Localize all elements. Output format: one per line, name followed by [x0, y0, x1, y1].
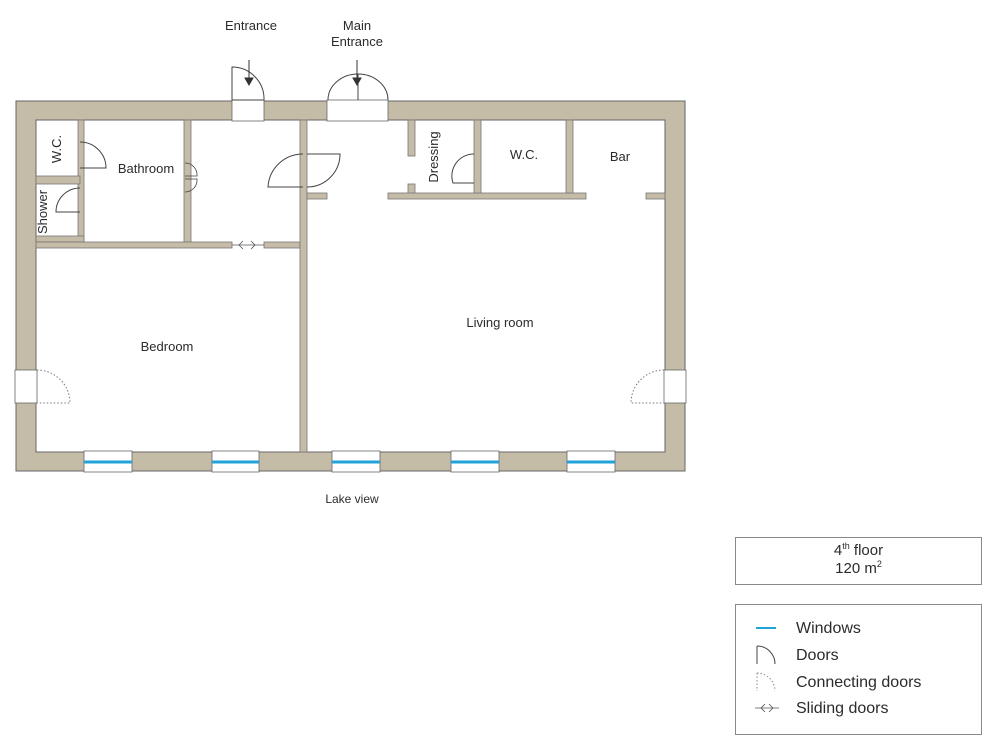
entrance-openings — [231, 99, 389, 122]
connecting-doors — [36, 369, 665, 404]
room-label-wc-right: W.C. — [510, 147, 538, 162]
floor-number: 4 — [833, 542, 843, 559]
room-label-wc-left: W.C. — [49, 135, 64, 163]
room-label-living-room: Living room — [466, 315, 533, 330]
doors — [55, 66, 475, 213]
connecting-door-icon — [756, 672, 776, 692]
main-entrance-label-line1: Main — [343, 18, 371, 33]
room-label-bathroom: Bathroom — [118, 161, 174, 176]
floor-word: floor — [849, 542, 884, 559]
interior-walls — [35, 119, 666, 453]
legend-box: Windows Doors Connecting doors Sliding d… — [735, 604, 982, 735]
main-entrance-label-line2: Entrance — [331, 34, 383, 49]
room-label-bedroom: Bedroom — [141, 339, 194, 354]
bedroom-side-opening — [14, 369, 38, 404]
area-value: 120 m — [835, 560, 877, 577]
legend-label-connecting-doors: Connecting doors — [796, 674, 922, 691]
floor-level: 4th floor — [736, 542, 981, 560]
door-swing-icon — [756, 645, 776, 665]
entrance-label: Entrance — [225, 18, 277, 33]
area-exponent: 2 — [876, 559, 882, 569]
room-label-bar: Bar — [610, 149, 631, 164]
room-label-dressing: Dressing — [426, 131, 441, 182]
floor-suffix: th — [842, 541, 850, 551]
floor-area: 120 m2 — [736, 560, 981, 578]
window-line-icon — [756, 627, 776, 629]
legend-label-sliding-doors: Sliding doors — [796, 700, 889, 717]
exterior-walls — [16, 101, 685, 471]
lake-view-label: Lake view — [325, 492, 379, 506]
legend-label-doors: Doors — [796, 647, 839, 664]
legend-label-windows: Windows — [796, 620, 861, 637]
sliding-door — [232, 240, 264, 250]
living-side-opening — [663, 369, 687, 404]
entrance-arrows — [244, 60, 362, 87]
room-label-shower: Shower — [35, 189, 50, 234]
floor-info-box: 4th floor 120 m2 — [735, 537, 982, 585]
sliding-door-icon — [755, 703, 779, 713]
